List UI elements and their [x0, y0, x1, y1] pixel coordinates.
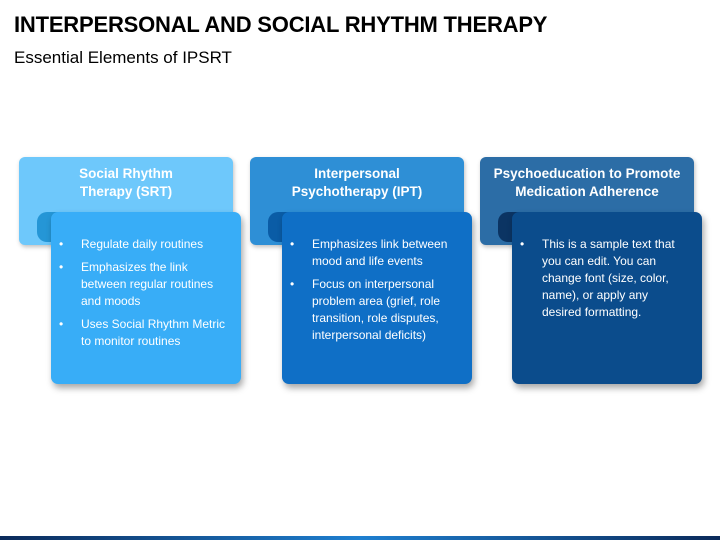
card-body: • Regulate daily routines • Emphasizes t…	[51, 212, 241, 384]
bullet-text-line: to monitor routines	[81, 334, 181, 348]
bullet-text-line: you can edit. You can	[542, 254, 657, 268]
bullet-icon: •	[59, 317, 64, 331]
bullet-icon: •	[290, 277, 295, 291]
bullet-item: • Emphasizes link between mood and life …	[290, 236, 464, 270]
bullet-list: • Regulate daily routines • Emphasizes t…	[51, 212, 241, 350]
card-psychoeducation: Psychoeducation to Promote Medication Ad…	[480, 157, 702, 397]
bullet-text-line: Uses Social Rhythm Metric	[81, 317, 226, 331]
bullet-list: • Emphasizes link between mood and life …	[282, 212, 472, 344]
bullet-text-line: Regulate daily routines	[81, 237, 204, 251]
bullet-item: • Uses Social Rhythm Metric to monitor r…	[59, 316, 233, 350]
bullet-text-line: transition, role disputes,	[312, 311, 439, 325]
slide-title: INTERPERSONAL AND SOCIAL RHYTHM THERAPY	[14, 12, 548, 37]
card-title-line: Psychoeducation to Promote	[493, 166, 681, 181]
card-social-rhythm-therapy: Social Rhythm Therapy (SRT) • Regulate d…	[19, 157, 241, 397]
bullet-text-line: interpersonal deficits)	[312, 328, 427, 342]
bullet-text-line: This is a sample text that	[542, 237, 675, 251]
card-interpersonal-psychotherapy: Interpersonal Psychotherapy (IPT) • Emph…	[250, 157, 472, 397]
card-title-line: Interpersonal	[314, 166, 400, 181]
bullet-text-line: and moods	[81, 294, 141, 308]
card-title: Psychoeducation to Promote Medication Ad…	[480, 165, 694, 201]
card-body: • Emphasizes link between mood and life …	[282, 212, 472, 384]
bullet-text-line: desired formatting.	[542, 305, 642, 319]
bullet-text-line: name), or apply any	[542, 288, 649, 302]
bullet-text-line: between regular routines	[81, 277, 214, 291]
card-title-line: Therapy (SRT)	[79, 184, 173, 199]
bullet-text-line: mood and life events	[312, 254, 423, 268]
card-title: Interpersonal Psychotherapy (IPT)	[250, 165, 464, 201]
card-title-line: Psychotherapy (IPT)	[291, 184, 423, 199]
slide-subtitle: Essential Elements of IPSRT	[14, 48, 232, 67]
bullet-icon: •	[59, 260, 64, 274]
bullet-text-line: change font (size, color,	[542, 271, 669, 285]
bullet-text-line: Emphasizes link between	[312, 237, 448, 251]
bottom-accent-bar	[0, 536, 720, 540]
bullet-icon: •	[520, 237, 525, 251]
bullet-text-line: Focus on interpersonal	[312, 277, 435, 291]
card-title-line: Social Rhythm	[79, 166, 173, 181]
bullet-list: • This is a sample text that you can edi…	[512, 212, 702, 321]
bullet-text-line: Emphasizes the link	[81, 260, 188, 274]
bullet-item: • Emphasizes the link between regular ro…	[59, 259, 233, 310]
bullet-icon: •	[59, 237, 64, 251]
bullet-icon: •	[290, 237, 295, 251]
card-title-line: Medication Adherence	[515, 184, 659, 199]
bullet-item: • Regulate daily routines	[59, 236, 233, 253]
bullet-item: • This is a sample text that you can edi…	[520, 236, 694, 321]
card-body: • This is a sample text that you can edi…	[512, 212, 702, 384]
bullet-item: • Focus on interpersonal problem area (g…	[290, 276, 464, 344]
card-title: Social Rhythm Therapy (SRT)	[19, 165, 233, 201]
bullet-text-line: problem area (grief, role	[312, 294, 441, 308]
